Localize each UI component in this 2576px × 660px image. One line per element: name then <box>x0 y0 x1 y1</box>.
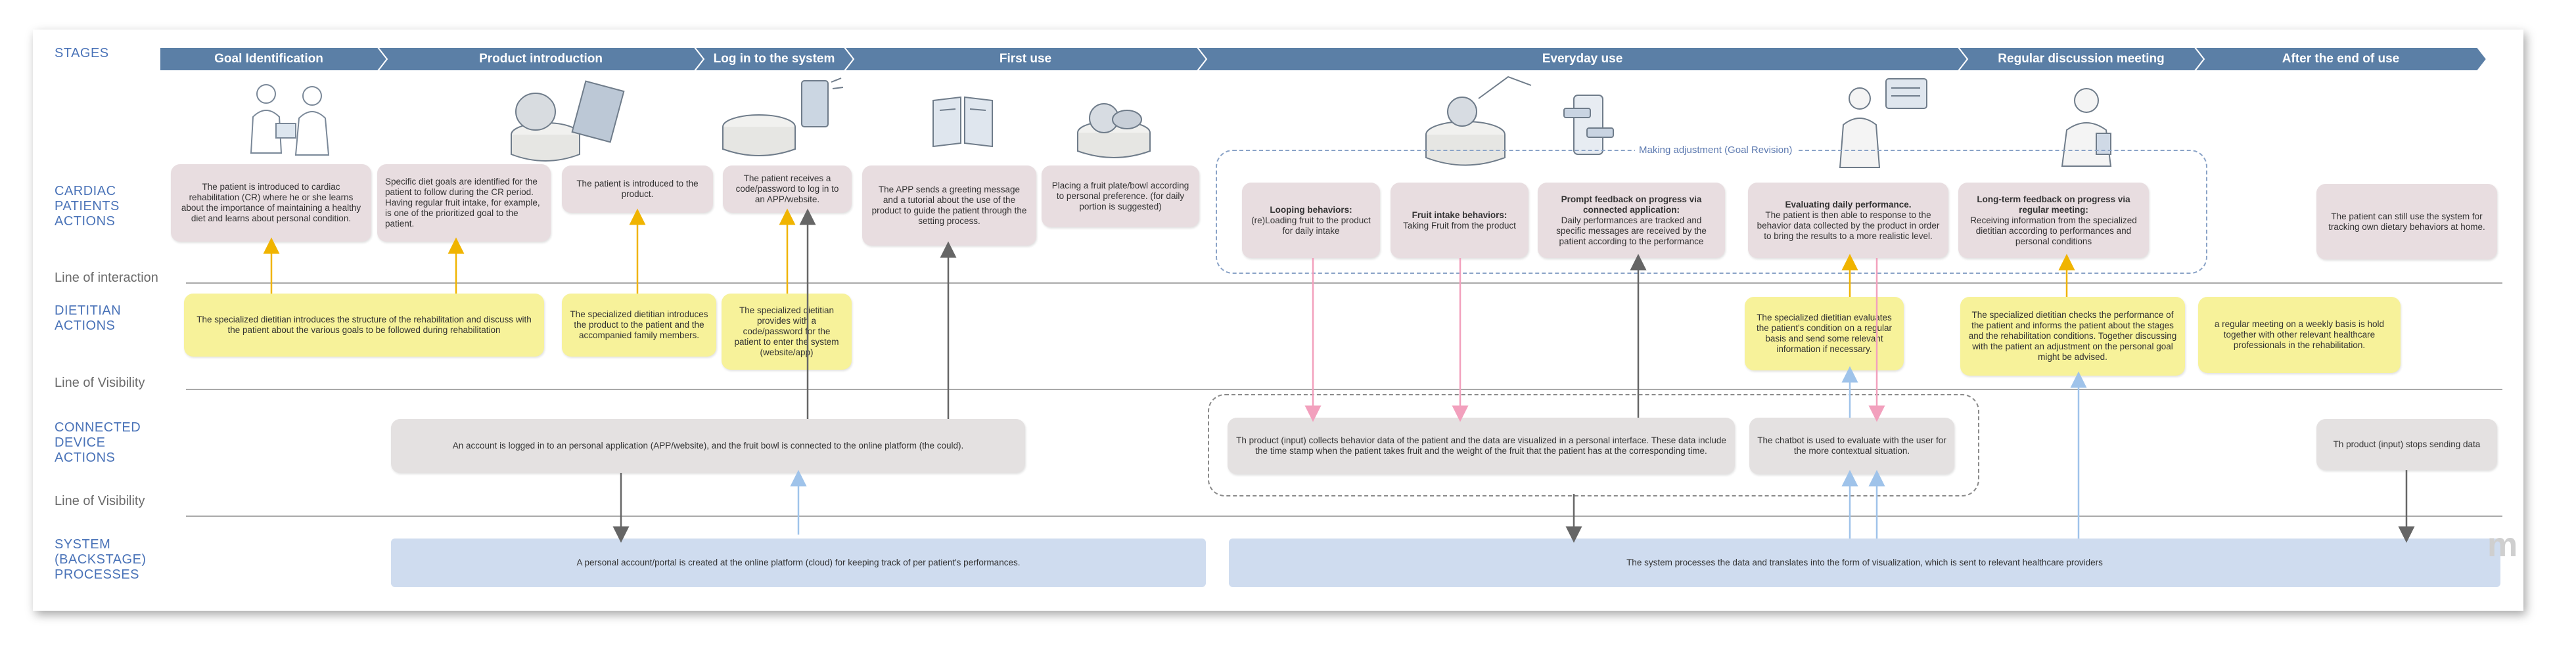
patient-card-prompt-feedback: Prompt feedback on progress via connecte… <box>1538 183 1725 258</box>
patient-card-fruit-plate: Placing a fruit plate/bowl according to … <box>1042 165 1199 227</box>
line-of-visibility-2 <box>186 516 2502 517</box>
patient-card-long-term: Long-term feedback on progress via regul… <box>1958 183 2149 258</box>
login-bowl-phone-illustration <box>722 77 844 156</box>
line-of-interaction <box>186 282 2502 284</box>
stage-goal-identification: Goal Identification <box>214 52 323 66</box>
dietitian-meeting-illustration <box>2061 88 2112 167</box>
device-dashed-group <box>1208 394 1979 496</box>
stage-log-in: Log in to the system <box>713 52 835 66</box>
dietitian-card-code: The specialized dietitian provides with … <box>722 294 852 370</box>
patient-card-fruit-intake: Fruit intake behaviors:Taking Fruit from… <box>1391 183 1529 258</box>
patient-card-product-intro: The patient is introduced to the product… <box>562 165 713 213</box>
stage-product-introduction: Product introduction <box>479 52 603 66</box>
fruit-bowl-with-manual-illustration <box>511 80 625 162</box>
patient-with-chat-illustration <box>1839 78 1927 168</box>
stage-after-end: After the end of use <box>2282 52 2400 66</box>
patient-card-after-end: The patient can still use the system for… <box>2316 184 2497 259</box>
line-of-visibility-label-2: Line of Visibility <box>55 494 145 508</box>
device-card-chatbot: The chatbot is used to evaluate with the… <box>1749 418 1954 474</box>
phone-app-illustration <box>1563 95 1614 155</box>
stage-everyday-use: Everyday use <box>1542 52 1623 66</box>
dietitian-card-product: The specialized dietitian introduces the… <box>562 294 716 357</box>
line-of-visibility-1 <box>186 389 2502 390</box>
fruit-plate-illustration <box>1077 103 1151 158</box>
tutorial-book-illustration <box>932 96 993 148</box>
goal-revision-label: Making adjustment (Goal Revision) <box>1635 144 1797 156</box>
dietitian-card-weekly-meeting: a regular meeting on a weekly basis is h… <box>2198 297 2401 373</box>
watermark-logo: m <box>2487 526 2518 564</box>
stage-regular-discussion: Regular discussion meeting <box>1998 52 2165 66</box>
line-of-interaction-label: Line of interaction <box>55 271 158 285</box>
dietitian-card-evaluate: The specialized dietitian evaluates the … <box>1745 297 1904 370</box>
doctor-patient-illustration <box>250 84 330 156</box>
line-of-visibility-label-1: Line of Visibility <box>55 376 145 390</box>
patient-card-login-code: The patient receives a code/password to … <box>723 165 852 213</box>
device-card-stops-data: Th product (input) stops sending data <box>2316 419 2497 470</box>
patient-card-greeting: The APP sends a greeting message and a t… <box>862 165 1036 246</box>
system-card-account-portal: A personal account/portal is created at … <box>391 539 1206 587</box>
stage-first-use: First use <box>999 52 1052 66</box>
device-card-collects-data: Th product (input) collects behavior dat… <box>1228 418 1735 474</box>
system-row-label: SYSTEM(BACKSTAGE)PROCESSES <box>55 537 147 582</box>
patient-card-intro-cr: The patient is introduced to cardiac reh… <box>171 164 371 242</box>
stages-row-label: STAGES <box>55 46 109 60</box>
patient-card-looping: Looping behaviors:(re)Loading fruit to t… <box>1242 183 1380 258</box>
dietitian-card-structure: The specialized dietitian introduces the… <box>184 294 544 357</box>
patient-card-evaluating: Evaluating daily performance.The patient… <box>1748 183 1948 258</box>
patient-card-diet-goals: Specific diet goals are identified for t… <box>377 164 551 242</box>
dietitian-card-check-performance: The specialized dietitian checks the per… <box>1960 297 2185 376</box>
system-card-process-data: The system processes the data and transl… <box>1229 539 2500 587</box>
device-card-account-login: An account is logged in to an personal a… <box>391 419 1025 473</box>
